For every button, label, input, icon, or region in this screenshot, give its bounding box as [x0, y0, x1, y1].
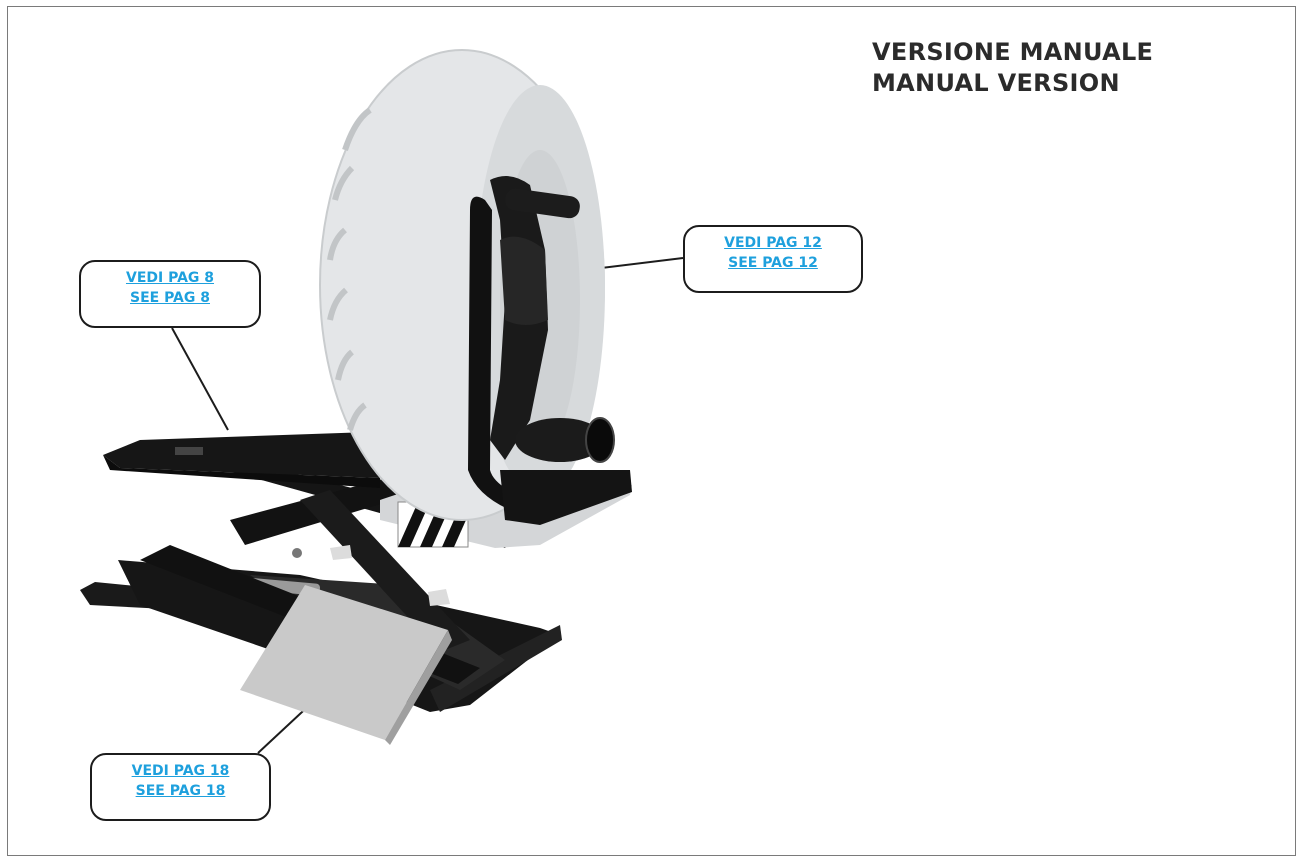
leader-line-page8 — [171, 327, 229, 431]
link-see-pag-18[interactable]: SEE PAG 18 — [135, 783, 226, 799]
link-see-pag-8[interactable]: SEE PAG 8 — [129, 290, 210, 306]
top-plate — [103, 432, 440, 488]
link-see-pag-12[interactable]: SEE PAG 12 — [728, 255, 818, 271]
link-vedi-pag-12[interactable]: VEDI PAG 12 — [724, 235, 822, 251]
wheel-carrier — [468, 176, 632, 525]
link-vedi-pag-8[interactable]: VEDI PAG 8 — [125, 270, 215, 286]
callout-page12: VEDI PAG 12 SEE PAG 12 — [683, 225, 863, 293]
link-vedi-pag-18[interactable]: VEDI PAG 18 — [131, 763, 230, 779]
title-english: MANUAL VERSION — [872, 69, 1120, 97]
title-italian: VERSIONE MANUALE — [872, 38, 1154, 66]
ramp — [240, 585, 452, 745]
callout-page18: VEDI PAG 18 SEE PAG 18 — [90, 753, 271, 821]
page-frame — [7, 6, 1296, 856]
page-title: VERSIONE MANUALE MANUAL VERSION — [872, 37, 1272, 99]
callout-page8: VEDI PAG 8 SEE PAG 8 — [79, 260, 261, 328]
